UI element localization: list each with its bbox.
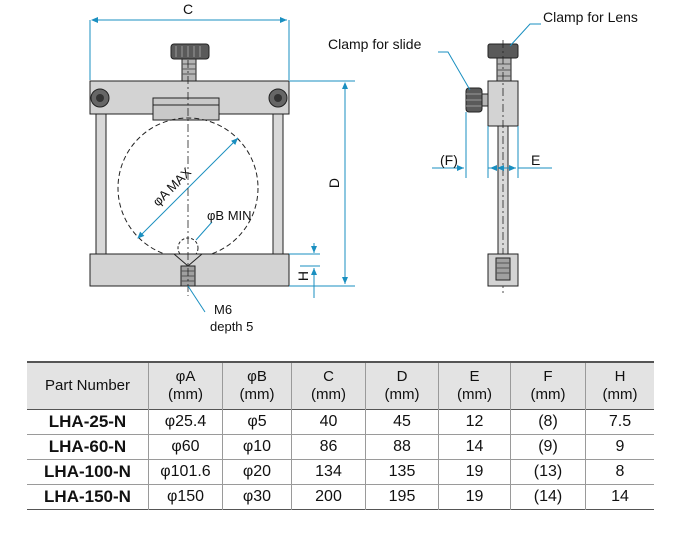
dimension-d-label: D (326, 178, 342, 188)
cell-e: 19 (438, 484, 511, 510)
cell-part-number: LHA-150-N (44, 487, 131, 506)
table-row: LHA-100-N φ101.6 φ20 134 135 19 (13) 8 (27, 459, 654, 485)
leader-clamp-lens (509, 23, 541, 47)
leader-clamp-slide (438, 51, 471, 91)
header-e: E(mm) (438, 362, 511, 410)
cell-h: 14 (585, 484, 654, 510)
cell-b: φ20 (222, 459, 292, 485)
front-view: C φA MAX φB MIN (89, 1, 355, 334)
drawing-area: C φA MAX φB MIN (89, 1, 638, 334)
cell-a: φ25.4 (148, 409, 223, 435)
leader-b-min (195, 221, 213, 241)
cell-a: φ150 (148, 484, 223, 510)
dimension-c-label: C (183, 1, 193, 17)
header-h: H(mm) (585, 362, 654, 410)
top-screw (181, 58, 197, 82)
cell-a: φ101.6 (148, 459, 223, 485)
cell-e: 19 (438, 459, 511, 485)
cell-h: 8 (585, 459, 654, 485)
cell-c: 86 (291, 434, 366, 460)
cell-part-number: LHA-25-N (48, 412, 127, 431)
header-f: F(mm) (510, 362, 586, 410)
cell-d: 135 (365, 459, 439, 485)
cell-c: 40 (291, 409, 366, 435)
left-rod (95, 113, 107, 255)
leader-m6 (187, 285, 206, 313)
header-d: D(mm) (365, 362, 439, 410)
dimension-h-label: H (295, 271, 311, 281)
cell-c: 134 (291, 459, 366, 485)
cell-c: 200 (291, 484, 366, 510)
header-a: φA(mm) (148, 362, 223, 410)
table-header-row: Part Number φA(mm) φB(mm) C(mm) D(mm) E(… (27, 362, 654, 410)
dimension-e-label: E (531, 152, 540, 168)
spec-table: Part Number φA(mm) φB(mm) C(mm) D(mm) E(… (27, 361, 654, 510)
cell-f: (8) (510, 409, 586, 435)
cell-d: 45 (365, 409, 439, 435)
cell-d: 195 (365, 484, 439, 510)
label-clamp-slide: Clamp for slide (328, 36, 422, 52)
cell-f: (9) (510, 434, 586, 460)
table-row: LHA-60-N φ60 φ10 86 88 14 (9) 9 (27, 434, 654, 460)
dimension-f-label: (F) (440, 152, 458, 168)
cell-d: 88 (365, 434, 439, 460)
lens-max-circle (117, 117, 259, 259)
cell-part-number: LHA-60-N (48, 437, 127, 456)
table-row: LHA-25-N φ25.4 φ5 40 45 12 (8) 7.5 (27, 409, 654, 435)
right-rod (272, 113, 284, 255)
cell-f: (13) (510, 459, 586, 485)
cell-e: 12 (438, 409, 511, 435)
side-top-block (487, 80, 519, 127)
label-clamp-lens: Clamp for Lens (543, 9, 638, 25)
header-part-number: Part Number (27, 362, 149, 410)
header-b: φB(mm) (222, 362, 292, 410)
table-row: LHA-150-N φ150 φ30 200 195 19 (14) 14 (27, 484, 654, 510)
cell-b: φ10 (222, 434, 292, 460)
cell-f: (14) (510, 484, 586, 510)
cell-e: 14 (438, 434, 511, 460)
cell-b: φ30 (222, 484, 292, 510)
cell-h: 7.5 (585, 409, 654, 435)
label-m6: M6 (214, 302, 232, 317)
label-b-min: φB MIN (207, 208, 252, 223)
lens-clamp-block (152, 97, 220, 121)
cell-a: φ60 (148, 434, 223, 460)
side-view: (F) E Clamp for slide Clamp for Lens (328, 9, 638, 296)
top-knob (170, 43, 210, 60)
cell-h: 9 (585, 434, 654, 460)
cell-b: φ5 (222, 409, 292, 435)
cell-part-number: LHA-100-N (44, 462, 131, 481)
label-depth: depth 5 (210, 319, 253, 334)
label-a-max: φA MAX (150, 164, 195, 209)
header-c: C(mm) (291, 362, 366, 410)
